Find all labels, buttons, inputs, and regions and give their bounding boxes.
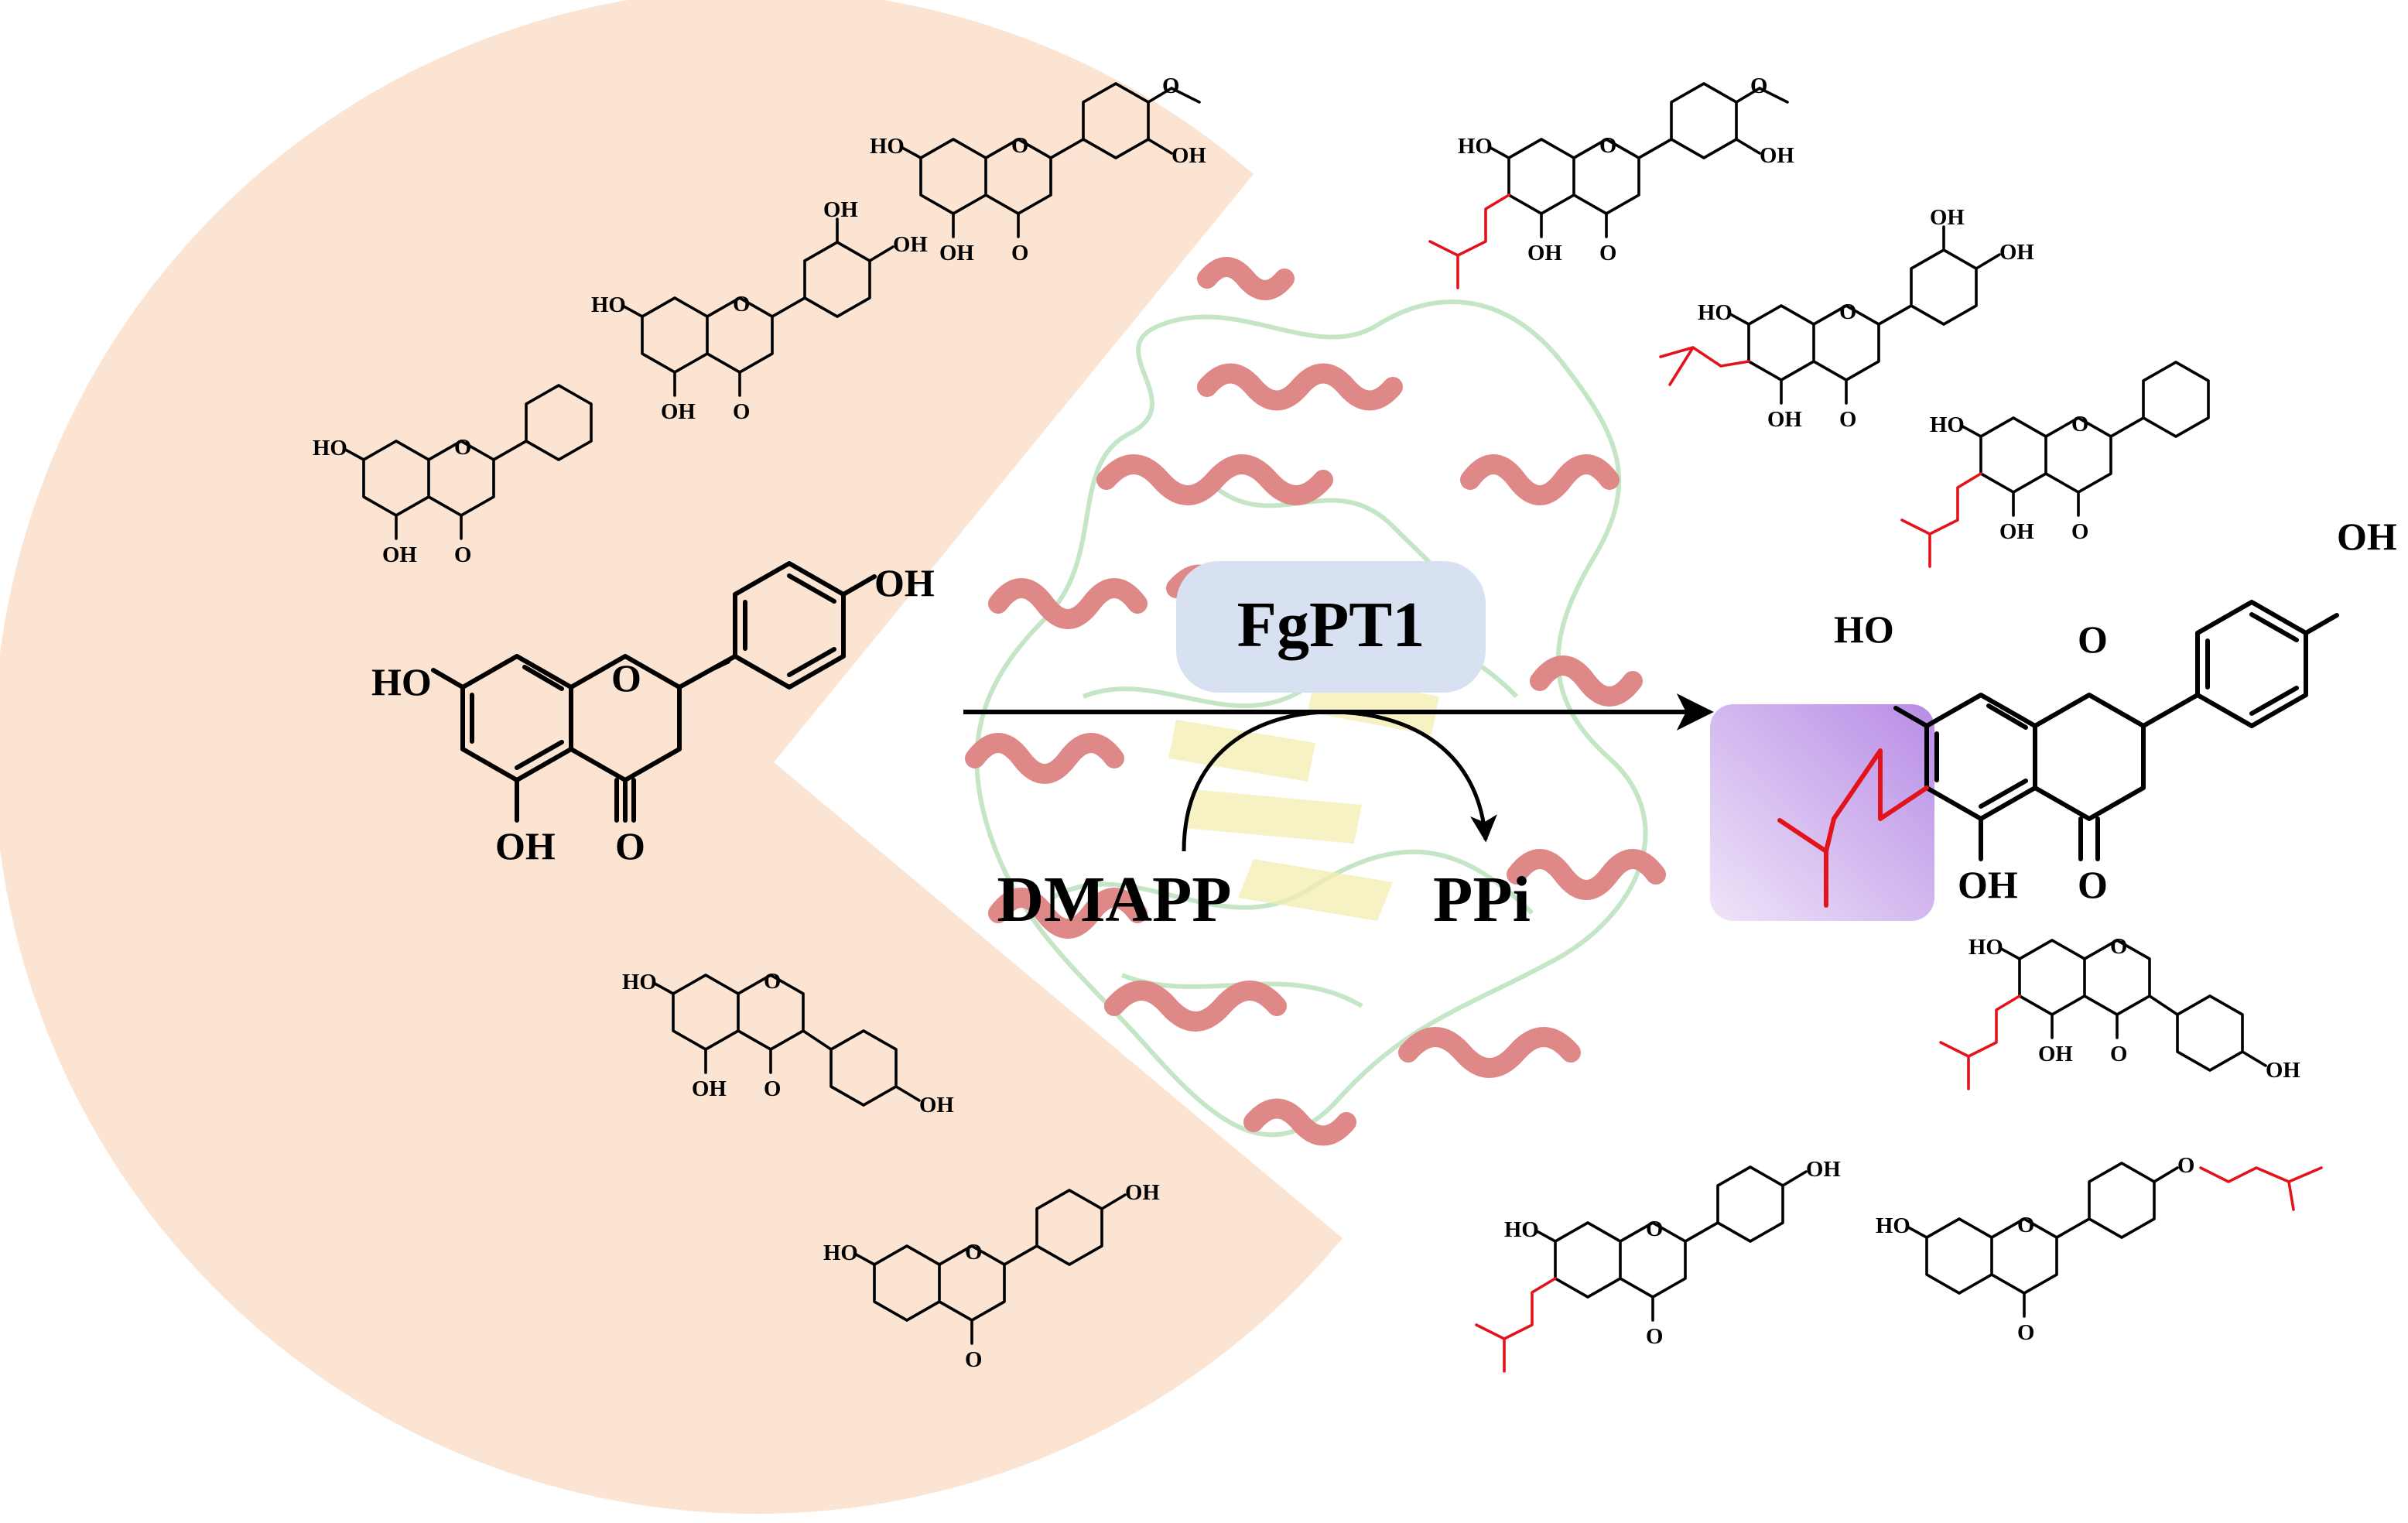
atom-label: O bbox=[733, 399, 750, 424]
atom-label: O bbox=[2017, 1213, 2034, 1237]
atom-label: OH bbox=[1806, 1157, 1841, 1182]
atom-label: OH bbox=[1760, 143, 1794, 168]
atom-label: O bbox=[1599, 133, 1616, 158]
atom-label: O bbox=[2071, 519, 2088, 544]
atom-label: OH bbox=[1125, 1180, 1160, 1205]
pinocembrin-structure: HO O OH O bbox=[313, 384, 593, 567]
atom-label: O bbox=[2078, 863, 2108, 906]
atom-label: O bbox=[1599, 241, 1616, 265]
atom-label: O bbox=[2110, 934, 2127, 959]
atom-label: OH bbox=[939, 241, 974, 265]
atom-label: HO bbox=[313, 436, 347, 460]
atom-label: OH bbox=[661, 399, 696, 424]
prenylhesperetin-structure: HO O OH O O OH bbox=[1428, 74, 1794, 289]
atom-label: OH bbox=[382, 542, 417, 567]
atom-label: HO bbox=[1968, 935, 2003, 960]
prenyl-highlight bbox=[1710, 704, 1934, 921]
atom-label: HO bbox=[1876, 1213, 1910, 1238]
atom-label: O bbox=[1011, 133, 1028, 158]
atom-label: OH bbox=[1930, 205, 1965, 230]
curved-arrow-icon bbox=[1182, 710, 1497, 852]
atom-label: OH bbox=[893, 232, 928, 257]
atom-label: HO bbox=[870, 134, 905, 159]
atom-label: OH bbox=[1767, 407, 1802, 432]
atom-label: OH bbox=[823, 197, 858, 222]
atom-label: HO bbox=[1458, 134, 1493, 159]
atom-label: O bbox=[615, 824, 645, 868]
isoflavanone-structure: HO O OH O OH bbox=[622, 969, 954, 1117]
prenylisoflavanone-structure: HO O OH O OH bbox=[1939, 934, 2300, 1090]
atom-label: O bbox=[2110, 1042, 2127, 1066]
atom-label: OH bbox=[919, 1093, 954, 1117]
atom-label: O bbox=[1162, 74, 1179, 98]
prenylnaringenin-structure: O HO OH O OH bbox=[1777, 515, 2397, 908]
eriodictyol-structure: HO O OH O OH OH bbox=[591, 197, 928, 424]
atom-label: O bbox=[1839, 407, 1856, 432]
atom-label: OH bbox=[495, 824, 556, 868]
prenylliquiritigenin-structure: HO O O OH bbox=[1475, 1157, 1841, 1373]
atom-label: O bbox=[1646, 1217, 1663, 1241]
ppi-label: PPi bbox=[1433, 864, 1531, 936]
dmapp-label: DMAPP bbox=[997, 864, 1231, 936]
atom-label: OH bbox=[1958, 863, 2018, 906]
atom-label: HO bbox=[371, 660, 432, 703]
naringenin-structure: O HO OH O OH bbox=[371, 561, 935, 868]
atom-label: O bbox=[965, 1347, 982, 1372]
atom-label: HO bbox=[591, 293, 626, 317]
atom-label: HO bbox=[823, 1241, 858, 1265]
atom-label: OH bbox=[2337, 515, 2397, 558]
atom-label: HO bbox=[1504, 1217, 1539, 1242]
atom-label: O bbox=[1750, 74, 1767, 98]
prenylpinocembrin-structure: HO O OH O bbox=[1900, 361, 2210, 568]
atom-label: O bbox=[2078, 618, 2108, 661]
atom-label: OH bbox=[2038, 1042, 2073, 1066]
atom-label: HO bbox=[1698, 300, 1732, 325]
atom-label: O bbox=[764, 1076, 781, 1101]
enzyme-pill bbox=[1176, 561, 1486, 693]
protein-ribbon-icon bbox=[965, 257, 1666, 1146]
atom-label: O bbox=[454, 435, 471, 460]
atom-label: O bbox=[733, 292, 750, 317]
prenyleriodictyol-structure: HO O OH O OH OH bbox=[1659, 205, 2034, 432]
liquiritigenin-structure: HO O O OH bbox=[823, 1180, 1160, 1372]
atom-label: OH bbox=[692, 1076, 727, 1101]
atom-label: HO bbox=[1834, 607, 1894, 651]
atom-label: O bbox=[2177, 1153, 2194, 1178]
atom-label: OH bbox=[1172, 143, 1206, 168]
atom-label: O bbox=[965, 1240, 982, 1265]
atom-label: HO bbox=[1930, 412, 1965, 437]
atom-label: O bbox=[1011, 241, 1028, 265]
atom-label: O bbox=[764, 969, 781, 994]
atom-label: O bbox=[1839, 299, 1856, 324]
atom-label: OH bbox=[1999, 519, 2034, 544]
atom-label: OH bbox=[2266, 1058, 2300, 1083]
atom-label: O bbox=[2071, 412, 2088, 436]
enzyme-label: FgPT1 bbox=[1237, 589, 1425, 661]
atom-label: OH bbox=[1527, 241, 1562, 265]
atom-label: OH bbox=[1999, 240, 2034, 265]
atom-label: HO bbox=[622, 970, 657, 994]
atom-label: OH bbox=[874, 561, 935, 604]
atom-label: O bbox=[611, 656, 641, 700]
atom-label: O bbox=[1646, 1324, 1663, 1349]
substrate-sector bbox=[0, 0, 1343, 1514]
atom-label: O bbox=[2017, 1320, 2034, 1345]
atom-label: O bbox=[454, 542, 471, 567]
hesperetin-structure: HO O OH O O OH bbox=[870, 74, 1206, 265]
o-prenylliquiritigenin-structure: HO O O O bbox=[1876, 1153, 2323, 1345]
